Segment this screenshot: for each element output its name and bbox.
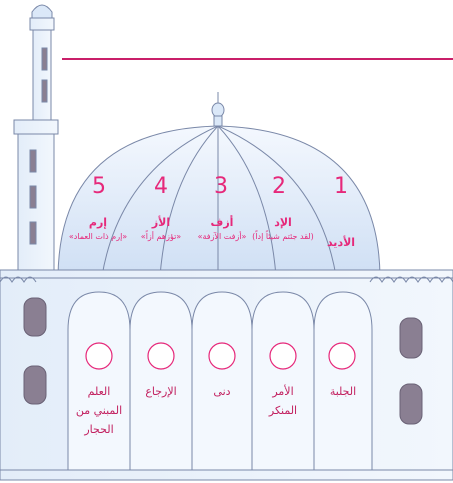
item-3-subtitle: «أزفت الآزفة» [190, 230, 254, 244]
item-1-label: الأديد [310, 236, 372, 250]
item-4-subtitle: «تؤزهم أزاً» [128, 230, 194, 244]
item-1-meaning: الجلبة [316, 382, 370, 401]
item-3-title: أزف [190, 216, 254, 230]
circle-item-5 [86, 343, 112, 369]
item-4-label: الأز «تؤزهم أزاً» [128, 216, 194, 244]
item-5-label: إرم «إرم ذات العماد» [64, 216, 132, 244]
item-number-4: 4 [154, 174, 168, 199]
item-3-label: أزف «أزفت الآزفة» [190, 216, 254, 244]
item-4-meaning: الإرجاع [132, 382, 190, 401]
dome [58, 126, 380, 276]
item-4-title: الأز [128, 216, 194, 230]
item-number-2: 2 [272, 174, 286, 199]
circle-item-2 [270, 343, 296, 369]
arcade [68, 292, 372, 470]
item-2-meaning: الأمر المنكر [258, 382, 308, 420]
item-3-meaning: دنى [194, 382, 250, 401]
item-1-title: الأديد [310, 236, 372, 250]
minaret [14, 5, 58, 284]
item-5-subtitle: «إرم ذات العماد» [64, 230, 132, 244]
item-number-3: 3 [214, 174, 228, 199]
item-2-label: الإد (لقد جئتم شيئاً إداً) [250, 216, 316, 244]
item-number-5: 5 [92, 174, 106, 199]
item-number-1: 1 [334, 174, 348, 199]
item-5-meaning: العلم المبني من الحجار [72, 382, 126, 439]
item-2-subtitle: (لقد جئتم شيئاً إداً) [250, 230, 316, 244]
circle-item-4 [148, 343, 174, 369]
item-2-title: الإد [250, 216, 316, 230]
dome-finial [212, 92, 224, 126]
circle-item-3 [209, 343, 235, 369]
circle-item-1 [329, 343, 355, 369]
item-5-title: إرم [64, 216, 132, 230]
